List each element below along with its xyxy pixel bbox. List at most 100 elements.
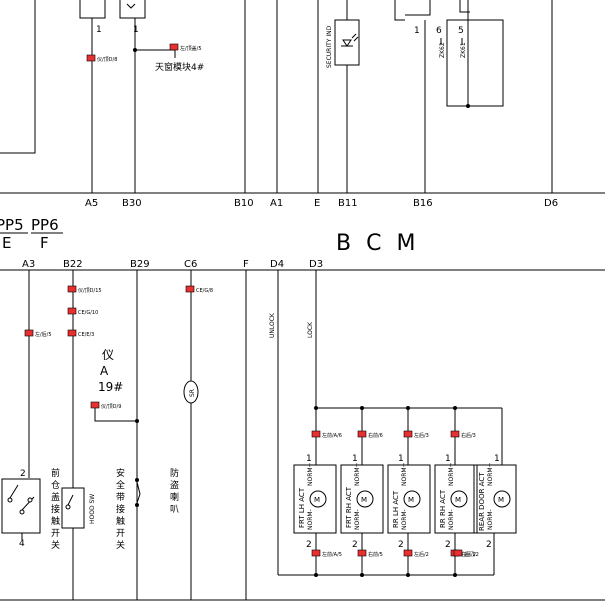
bottom-pin-a3: A3 [22, 259, 35, 270]
hood-switch-box-left [1, 478, 41, 534]
svg-text:右后/3: 右后/3 [461, 432, 476, 439]
svg-text:2: 2 [306, 540, 312, 550]
svg-text:M: M [408, 496, 414, 504]
top-num-6: 6 [436, 26, 442, 36]
svg-text:喇: 喇 [170, 491, 179, 503]
svg-text:接: 接 [116, 503, 125, 515]
connector-b30 [169, 43, 179, 51]
svg-text:1: 1 [398, 454, 404, 464]
svg-text:RR RH ACT: RR RH ACT [439, 489, 447, 528]
connector-a3 [24, 329, 34, 337]
anti-theft-horn-cn-label: 防 盗 喇 叭 [170, 467, 179, 515]
pp5-sub: E [2, 234, 11, 252]
connector-b22-3-label: CE/E/3 [78, 332, 94, 338]
svg-text:NORM-: NORM- [448, 509, 455, 530]
svg-text:NORM-: NORM- [401, 509, 408, 530]
svg-text:关: 关 [116, 539, 125, 551]
svg-text:2: 2 [445, 540, 451, 550]
svg-text:右前/5: 右前/5 [368, 551, 383, 558]
svg-text:盗: 盗 [170, 479, 179, 491]
switch-num-top: 2 [20, 469, 26, 479]
sr-label: SR [189, 389, 196, 397]
svg-text:NORM-: NORM- [487, 509, 494, 530]
svg-text:触: 触 [51, 515, 60, 527]
svg-text:NORM+: NORM+ [401, 462, 408, 486]
switch-num-bottom: 4 [19, 539, 25, 549]
top-num-5: 5 [458, 26, 464, 36]
svg-text:左前/A/6: 左前/A/6 [322, 432, 342, 439]
connector-b22-1-label: 仪/顶D/15 [78, 288, 102, 294]
lock-label: LOCK [307, 321, 314, 338]
top-num-1b: 1 [133, 25, 139, 35]
connector-b22-2-label: CE/G/10 [78, 310, 98, 316]
svg-text:开: 开 [116, 528, 125, 539]
top-pin-a5: A5 [85, 198, 98, 209]
connector-b22-1 [67, 285, 77, 293]
svg-text:全: 全 [116, 479, 125, 491]
top-pin-b16: B16 [413, 198, 433, 209]
bottom-pin-b29: B29 [130, 259, 150, 270]
svg-text:关: 关 [51, 539, 60, 551]
bottom-pin-d4: D4 [270, 259, 284, 270]
motor-rr-rh: 右后/3 1 NORM+ NORM- RR RH ACT M 2 右后/2 [434, 408, 478, 575]
top-pin-d6: D6 [544, 198, 558, 209]
svg-text:RR LH ACT: RR LH ACT [392, 490, 400, 528]
top-num-1c: 1 [414, 26, 420, 36]
motor-rear-door-top-num: 1 [494, 454, 500, 464]
zk61-label: ZK61 [460, 42, 467, 58]
pp5-label: PP5 [0, 216, 24, 234]
svg-text:NORM+: NORM+ [307, 462, 314, 486]
svg-text:FRT LH ACT: FRT LH ACT [298, 487, 306, 528]
svg-text:左前/A/5: 左前/A/5 [322, 551, 342, 558]
svg-text:仓: 仓 [51, 479, 60, 491]
svg-text:1: 1 [306, 454, 312, 464]
connector-a5-label: 仪/顶D/8 [97, 57, 117, 63]
svg-text:开: 开 [51, 528, 60, 539]
hood-switch-cn-label: 前 仓 盖 接 触 开 关 [51, 467, 60, 551]
svg-text:M: M [498, 496, 504, 504]
motor-frt-rh: 右前/6 1 NORM+ NORM- FRT RH ACT M 2 右前/5 [340, 408, 384, 575]
svg-text:左后/3: 左后/3 [414, 432, 429, 439]
connector-yi-a19 [90, 401, 100, 409]
unlock-label: UNLOCK [269, 312, 276, 338]
svg-text:NORM+: NORM+ [448, 462, 455, 486]
bottom-pin-f: F [243, 259, 249, 270]
seatbelt-switch-cn-label: 安 全 带 接 触 开 关 [116, 467, 125, 551]
bottom-pin-d3: D3 [309, 259, 323, 270]
top-pin-e: E [314, 198, 320, 209]
hood-sw-label: HOOD SW [89, 494, 96, 524]
motor-rear-door: NORM+ NORM- REAR DOOR ACT M 2 后门/2 [453, 462, 517, 575]
svg-text:M: M [361, 496, 367, 504]
svg-text:2: 2 [486, 540, 492, 550]
svg-text:NORM+: NORM+ [354, 462, 361, 486]
connector-b22-2 [67, 307, 77, 315]
connector-a5 [86, 54, 96, 62]
svg-text:触: 触 [116, 515, 125, 527]
svg-text:左后/2: 左后/2 [414, 551, 429, 558]
svg-text:1: 1 [352, 454, 358, 464]
svg-text:后门/2: 后门/2 [464, 551, 479, 558]
motor-rr-lh: 左后/3 1 NORM+ NORM- RR LH ACT M 2 左后/2 [387, 408, 431, 575]
connector-c6 [185, 285, 195, 293]
svg-text:NORM-: NORM- [354, 509, 361, 530]
top-pin-b11: B11 [338, 198, 358, 209]
connector-c6-label: CE/G/8 [196, 288, 213, 294]
bcm-title: B C M [336, 231, 419, 256]
svg-text:叭: 叭 [170, 504, 179, 515]
top-pin-a1: A1 [270, 198, 283, 209]
svg-text:NORM-: NORM- [307, 509, 314, 530]
svg-text:右后/2: 右后/2 [461, 551, 476, 558]
top-pin-b30: B30 [122, 198, 142, 209]
svg-text:2: 2 [352, 540, 358, 550]
yi-block-l2: A [100, 364, 109, 378]
svg-text:1: 1 [445, 454, 451, 464]
top-pin-b10: B10 [234, 198, 254, 209]
connector-a3-label: 左/后/5 [35, 331, 52, 338]
motor-frt-lh: 左前/A/6 1 NORM+ NORM- FRT LH ACT M 2 左前/A… [293, 408, 342, 575]
svg-text:防: 防 [170, 467, 179, 479]
zk-module-box [446, 19, 504, 107]
connector-b30-label: 左/顶盖/5 [180, 45, 202, 52]
svg-text:M: M [455, 496, 461, 504]
hood-sw-box [61, 487, 85, 529]
